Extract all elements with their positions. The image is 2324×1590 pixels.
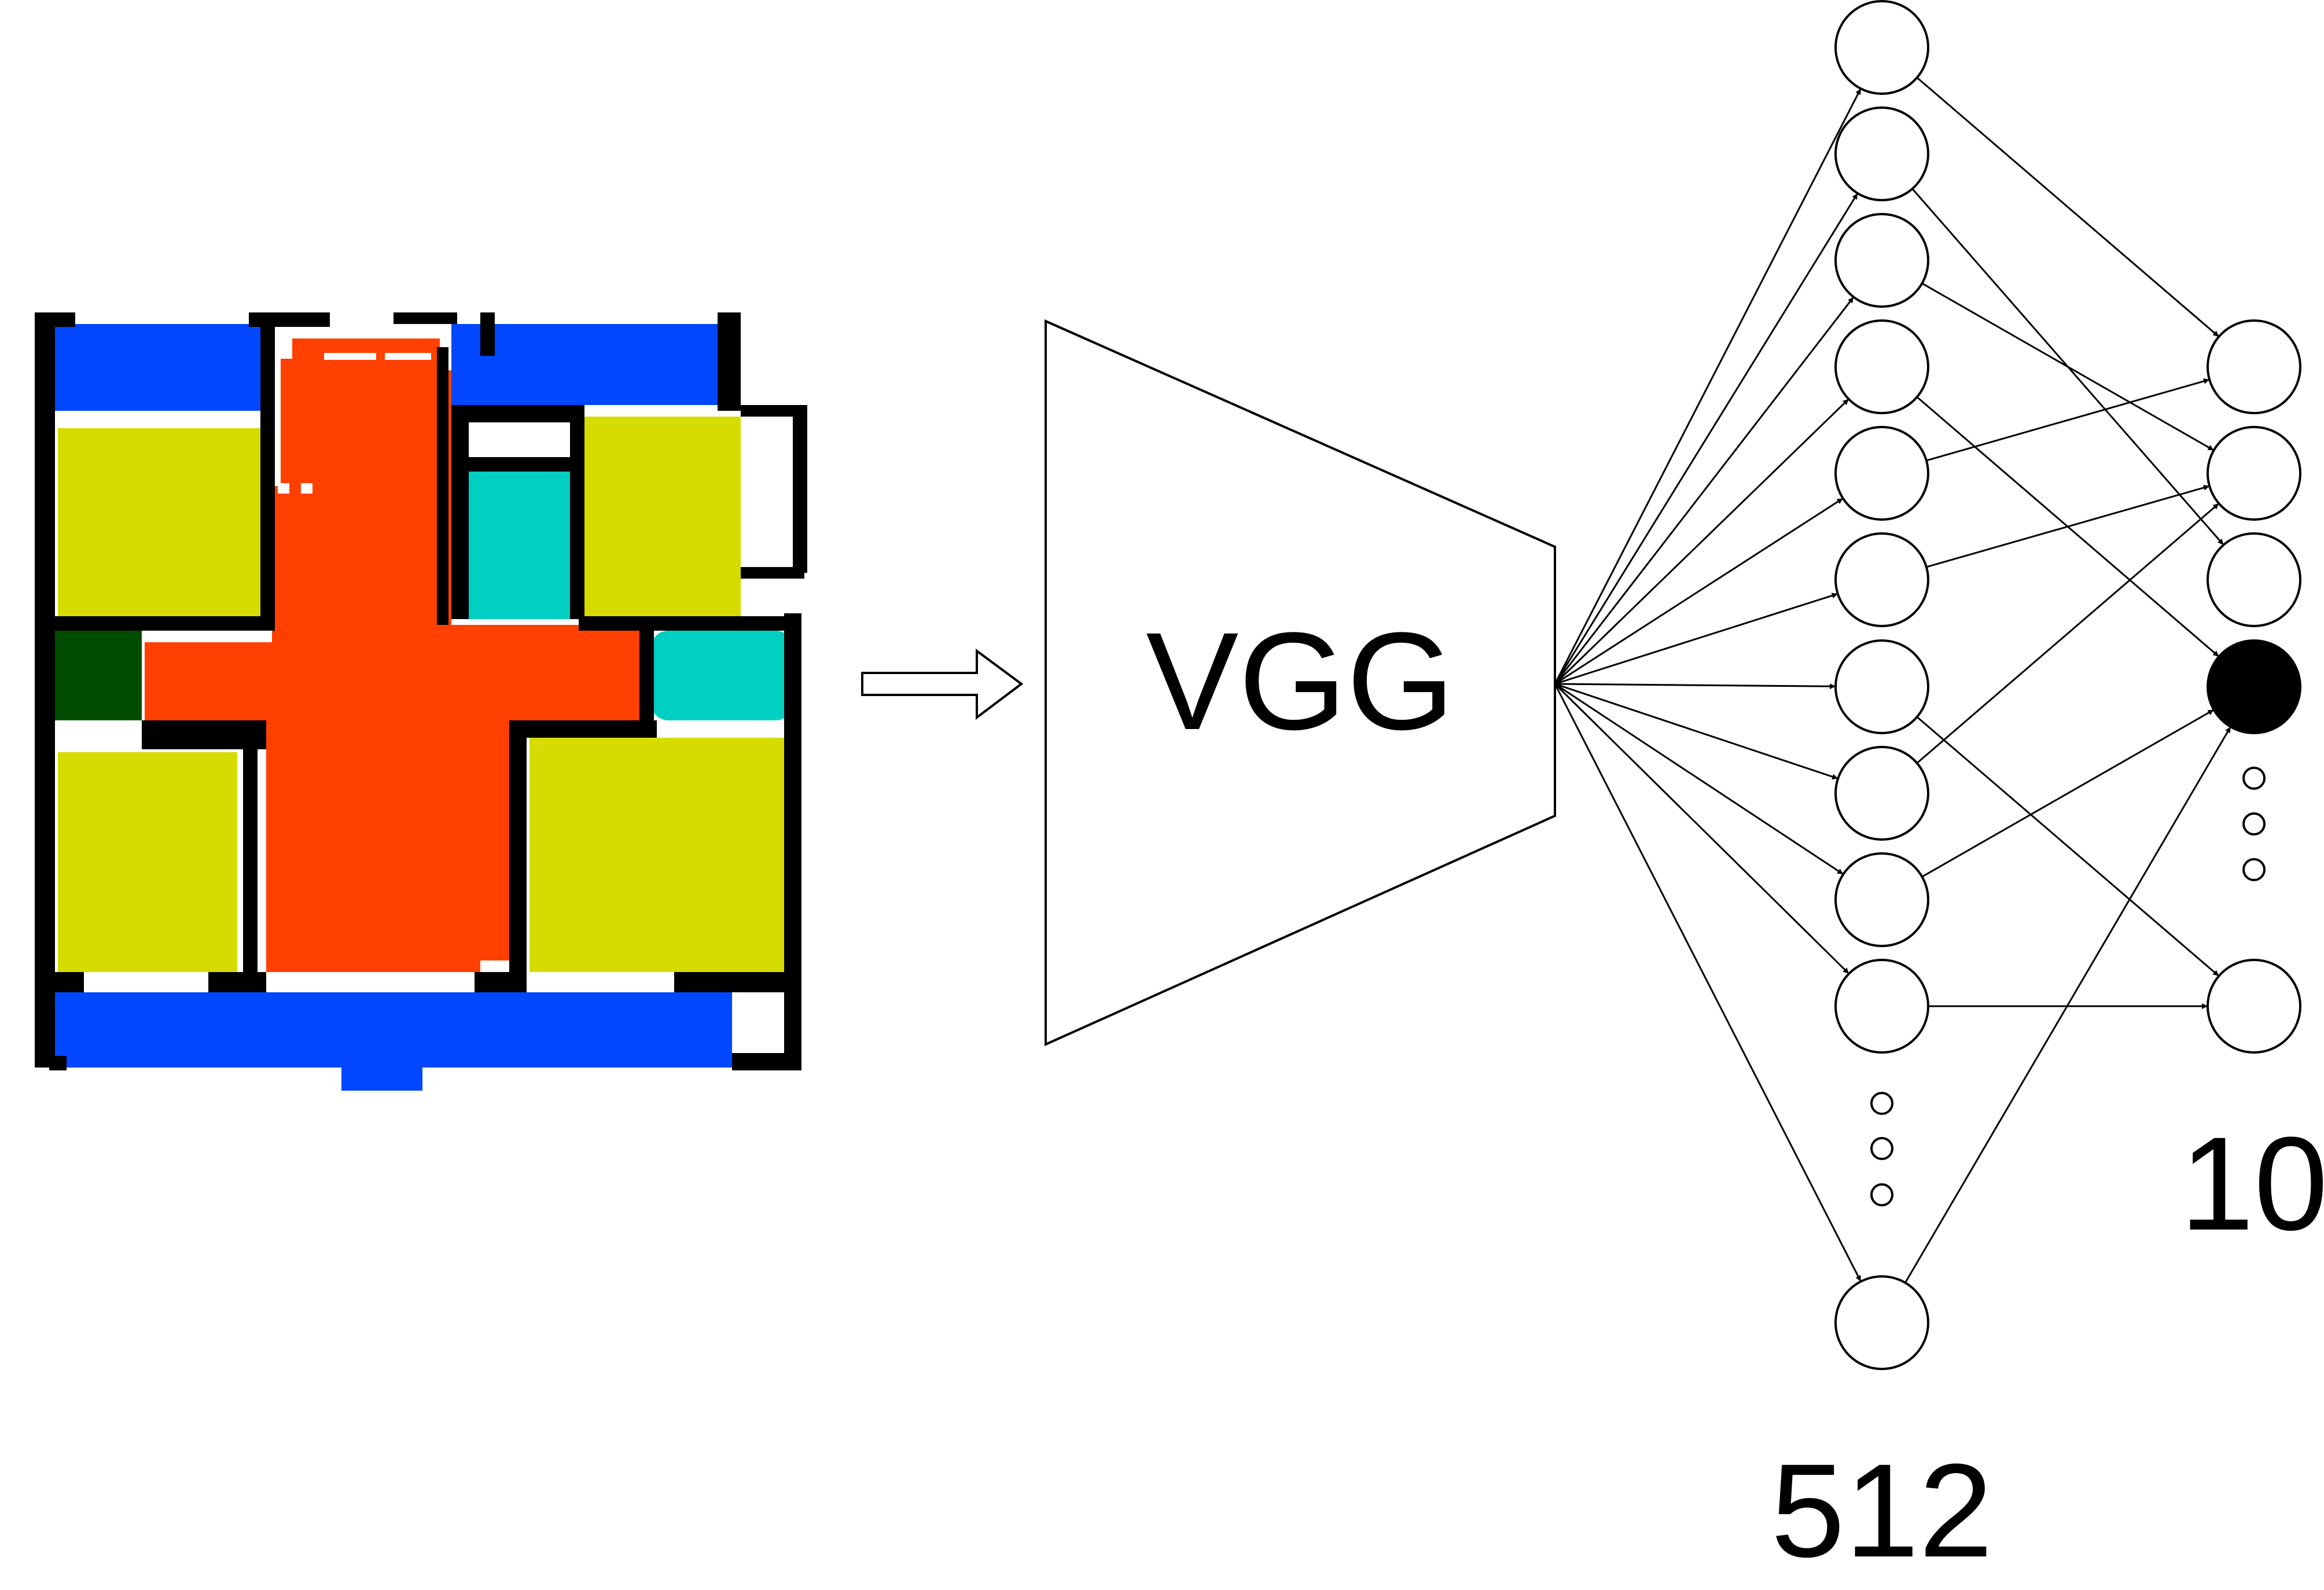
vgg-label: VGG — [1146, 603, 1454, 759]
hidden-neuron — [1834, 106, 1929, 201]
bottom-balcony — [49, 992, 732, 1068]
vgg-to-hidden-edge — [1554, 683, 1862, 1282]
vgg-to-hidden-edge — [1554, 398, 1849, 685]
output-neuron — [2207, 319, 2301, 414]
bedroom-top-right — [582, 417, 741, 616]
storage-room — [49, 631, 142, 720]
hidden-neuron — [1834, 319, 1929, 414]
output-layer — [2207, 319, 2301, 1054]
output-neuron — [2207, 959, 2301, 1054]
living-room — [145, 338, 642, 972]
vgg-to-hidden-edge — [1554, 88, 1862, 684]
bedroom-bottom-left — [58, 752, 237, 972]
hidden-neuron — [1834, 0, 1929, 95]
vgg-to-hidden-edge — [1554, 683, 1850, 974]
bedroom-bottom-right — [529, 738, 787, 972]
output-neuron — [2207, 426, 2301, 521]
hidden-neuron — [1834, 1275, 1929, 1370]
vgg-to-hidden-edge — [1554, 296, 1855, 684]
hidden-neuron — [1834, 213, 1929, 308]
hidden-neuron — [1834, 532, 1929, 627]
hidden-to-output-edge — [1926, 484, 2210, 568]
output-neuron-activated — [2207, 639, 2301, 734]
hidden-to-output-edge — [1926, 378, 2210, 462]
vgg-to-hidden-edge — [1554, 193, 1859, 684]
output-neuron — [2207, 532, 2301, 627]
hidden-to-output-edge — [1916, 716, 2220, 977]
bathroom-right — [651, 631, 793, 720]
hidden-to-output-edge — [1916, 503, 2220, 764]
hidden-neuron — [1834, 639, 1929, 734]
hidden-neuron — [1834, 426, 1929, 521]
input-to-model-arrow — [861, 649, 1024, 720]
vgg-to-hidden-edge — [1554, 683, 1844, 875]
bedroom-top-left — [58, 428, 263, 619]
top-left-balcony — [49, 324, 266, 411]
hidden-neuron — [1834, 852, 1929, 947]
walls — [35, 312, 807, 1070]
hidden-to-output-edge — [1921, 709, 2215, 878]
hidden-layer-ellipsis — [1870, 1092, 1893, 1206]
output-layer-ellipsis — [2242, 767, 2266, 881]
hidden-to-output-edge — [1916, 76, 2220, 338]
hidden-layer — [1834, 0, 1929, 1370]
vgg-to-hidden-edge — [1554, 498, 1844, 685]
vgg-to-hidden-edge — [1554, 683, 1838, 780]
top-right-balcony — [451, 324, 726, 405]
vgg-encoder-block — [1045, 319, 1556, 1047]
hidden-to-output-edge — [1904, 726, 2231, 1283]
vgg-to-hidden-edge — [1554, 683, 1836, 690]
network-connections — [1554, 76, 2231, 1283]
hidden-layer-size-label: 512 — [1771, 1436, 1993, 1585]
bathroom-center — [463, 472, 570, 619]
floorplan-image — [35, 312, 810, 1091]
hidden-neuron — [1834, 746, 1929, 841]
hidden-to-output-edge — [1921, 282, 2215, 451]
vgg-to-hidden-edge — [1554, 592, 1838, 685]
hidden-neuron — [1834, 959, 1929, 1054]
output-layer-size-label: 10 — [2180, 1109, 2324, 1258]
